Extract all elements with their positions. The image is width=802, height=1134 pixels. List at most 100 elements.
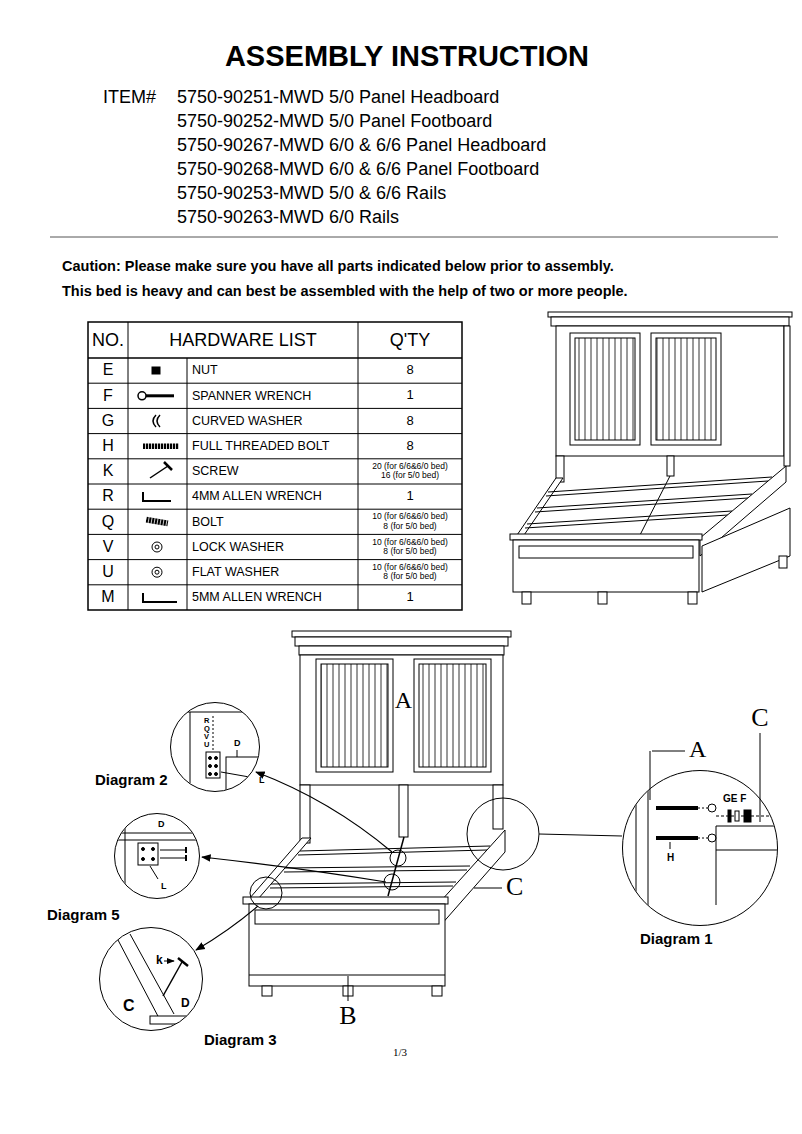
part-quantity: 8 [358,408,462,433]
bed-exploded-view [384,874,400,890]
detail-bolt-joint [716,850,780,851]
hardware-icon [143,444,179,450]
item-line: 5750-90263-MWD 6/0 Rails [177,207,399,228]
item-line: 5750-90251-MWD 5/0 Panel Headboard [177,87,499,108]
part-letter: U [204,741,209,749]
detail-screw-joint [150,1016,200,1024]
part-label: A [395,688,412,712]
diagram-caption: Diagram 5 [47,906,120,923]
part-letter: L [259,776,265,785]
detail-bracket [142,858,145,861]
detail-bolt-joint [636,770,780,926]
bed-exploded-view [493,785,503,829]
bed-exploded-view [271,882,456,884]
part-letter: Q [88,509,128,534]
detail-bracket [213,716,214,752]
part-letter: H [88,434,128,459]
part-letter: D [234,739,241,748]
bed-exploded-view [250,877,282,909]
hardware-table [88,484,462,485]
hardware-icon [138,367,179,602]
part-quantity: 10 (for 6/6&6/0 bed) 8 (for 5/0 bed) [370,534,450,559]
leader-line [760,733,761,822]
detail-bracket [226,757,266,802]
detail-bracket [206,752,220,778]
part-letter: R [88,484,128,509]
detail-circle: DL [114,813,200,899]
hardware-icon [157,415,160,427]
detail-bracket [160,850,186,851]
bed-exploded-view [432,986,442,996]
callout-arrow [256,772,392,852]
bed-overview [656,338,716,440]
part-name: FLAT WASHER [192,560,356,585]
bed-overview [575,338,635,440]
detail-bracket [150,866,158,879]
part-name: CURVED WASHER [192,408,356,433]
hardware-icon [152,367,160,374]
detail-bracket [142,848,145,851]
hardware-table [88,534,462,535]
page-number: 1/3 [393,1046,407,1059]
bed-exploded-view [539,834,622,836]
hardware-table [358,322,359,610]
bed-overview [527,511,732,524]
table-header: Q'TY [358,322,462,358]
bed-exploded-view [419,664,486,767]
hardware-icon [152,542,162,552]
detail-bolt-joint [716,826,780,827]
leader-line [650,733,760,822]
bed-overview [510,312,792,604]
bed-overview [548,477,772,492]
part-letter: R [204,717,209,725]
detail-bracket [160,858,186,859]
part-letter: GE F [723,794,746,804]
bed-exploded-view [270,886,453,888]
bed-overview [688,592,697,604]
detail-circle: GE FH [622,770,778,926]
bed-exploded-view [249,838,311,899]
part-quantity: 1 [358,585,462,610]
hardware-table [88,559,462,560]
hardware-table [88,458,462,459]
detail-bolt-joint [728,810,731,822]
hardware-icon [153,415,156,427]
part-quantity: 8 [358,358,462,383]
hardware-icon [164,462,172,470]
bed-overview [513,540,699,592]
hardware-table [88,509,462,510]
hardware-table [88,322,462,610]
bed-overview [598,592,607,604]
detail-bolt-joint [656,806,698,810]
detail-bracket [209,765,212,768]
part-quantity: 10 (for 6/6&6/0 bed) 8 (for 5/0 bed) [370,509,450,534]
detail-bolt-joint [698,808,708,809]
hardware-icon [143,593,177,602]
hardware-icon [146,517,169,527]
bed-exploded-view [348,976,349,1001]
bed-overview [640,476,670,535]
part-letter: F [88,383,128,408]
detail-bracket [215,757,218,760]
part-letter: D [158,820,165,829]
detail-bracket [152,858,155,861]
detail-bracket [209,757,212,760]
bed-exploded-view [295,637,508,646]
hardware-table [88,584,462,585]
part-name: 4MM ALLEN WRENCH [192,484,356,509]
part-quantity: 20 (for 6/6&6/0 bed) 16 (for 5/0 bed) [370,459,450,484]
part-letter: C [123,998,135,1014]
bed-overview [522,592,531,604]
part-quantity: 1 [358,484,462,509]
part-letter: Q [204,725,210,733]
bed-exploded-view [390,850,406,866]
bed-overview [551,317,789,326]
bed-overview [779,556,787,568]
detail-bracket [221,772,255,778]
hardware-table [88,357,462,359]
part-letter: K [88,459,128,484]
bed-overview [537,494,752,508]
leader-line [652,751,685,752]
detail-bolt-joint [636,770,637,926]
